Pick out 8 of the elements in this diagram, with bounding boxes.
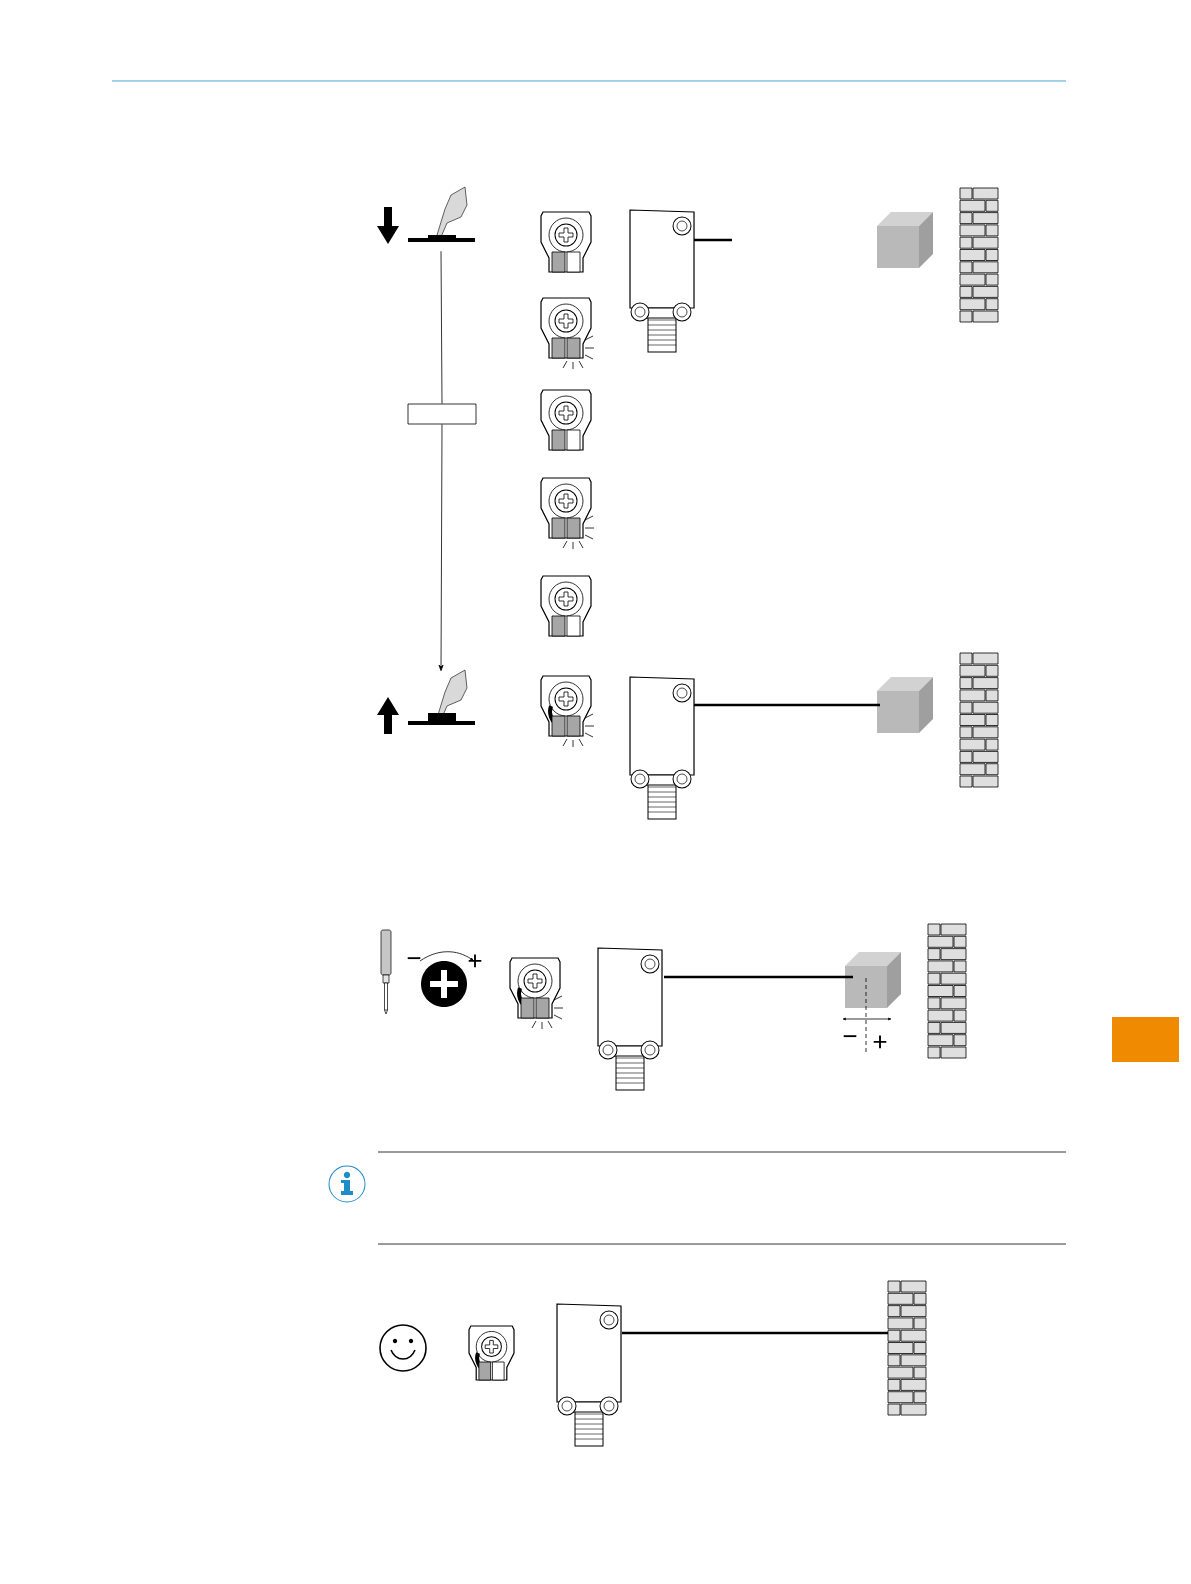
picture [408, 669, 475, 725]
picture [408, 186, 475, 242]
connector-arrow [438, 424, 444, 672]
sign-label: + [873, 1035, 887, 1049]
step-box [407, 403, 477, 425]
sign-label: − [843, 1035, 857, 1038]
sign-label: − [407, 957, 421, 960]
sign-label: + [468, 954, 482, 968]
